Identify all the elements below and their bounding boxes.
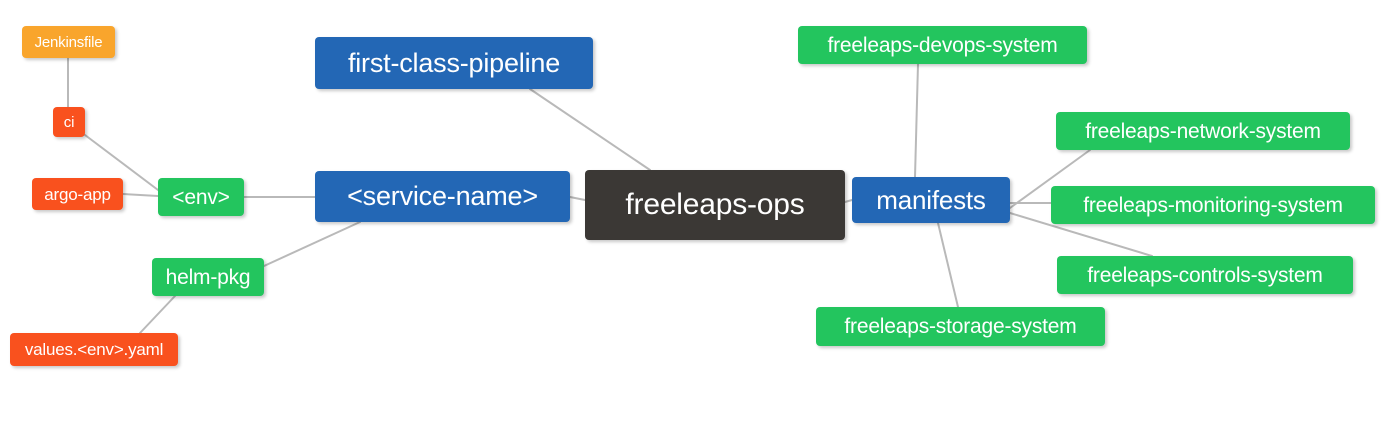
node-label: values.<env>.yaml (24, 340, 164, 359)
node-manifests[interactable]: manifests (852, 177, 1010, 223)
node-service-name[interactable]: <service-name> (315, 171, 570, 222)
node-freeleaps-storage-system[interactable]: freeleaps-storage-system (816, 307, 1105, 346)
node-label: manifests (876, 185, 986, 215)
edge-helm-pkg-to-values-env-yaml (139, 295, 176, 334)
node-label: first-class-pipeline (347, 47, 561, 78)
node-label: freeleaps-monitoring-system (1083, 193, 1343, 217)
edge-first-class-pipeline-to-freeleaps-ops (529, 88, 651, 171)
node-label: <service-name> (347, 181, 538, 211)
node-values-env-yaml[interactable]: values.<env>.yaml (10, 333, 178, 366)
node-freeleaps-network-system[interactable]: freeleaps-network-system (1056, 112, 1350, 150)
node-jenkinsfile[interactable]: Jenkinsfile (22, 26, 115, 58)
node-label: freeleaps-devops-system (827, 33, 1058, 57)
edge-manifests-to-freeleaps-storage-system (937, 222, 959, 308)
node-label: Jenkinsfile (34, 33, 103, 51)
node-argo-app[interactable]: argo-app (32, 178, 123, 210)
node-helm-pkg[interactable]: helm-pkg (152, 258, 264, 296)
edge-service-name-to-helm-pkg (263, 221, 361, 267)
edge-freeleaps-ops-to-manifests (844, 199, 853, 203)
node-freeleaps-controls-system[interactable]: freeleaps-controls-system (1057, 256, 1353, 294)
node-ci[interactable]: ci (53, 107, 85, 137)
node-label: helm-pkg (165, 265, 251, 289)
edge-manifests-to-freeleaps-devops-system (914, 63, 919, 178)
edge-env-to-argo-app (122, 193, 159, 197)
node-label: ci (63, 113, 75, 131)
edge-service-name-to-freeleaps-ops (569, 196, 586, 201)
node-freeleaps-ops[interactable]: freeleaps-ops (585, 170, 845, 240)
node-label: argo-app (44, 184, 111, 204)
node-label: freeleaps-storage-system (844, 315, 1077, 338)
node-label: <env> (172, 185, 230, 209)
node-freeleaps-devops-system[interactable]: freeleaps-devops-system (798, 26, 1087, 64)
node-freeleaps-monitoring-system[interactable]: freeleaps-monitoring-system (1051, 186, 1375, 224)
node-env[interactable]: <env> (158, 178, 244, 216)
node-label: freeleaps-controls-system (1087, 263, 1323, 287)
node-label: freeleaps-network-system (1085, 119, 1321, 143)
node-label: freeleaps-ops (625, 188, 805, 221)
node-first-class-pipeline[interactable]: first-class-pipeline (315, 37, 593, 89)
